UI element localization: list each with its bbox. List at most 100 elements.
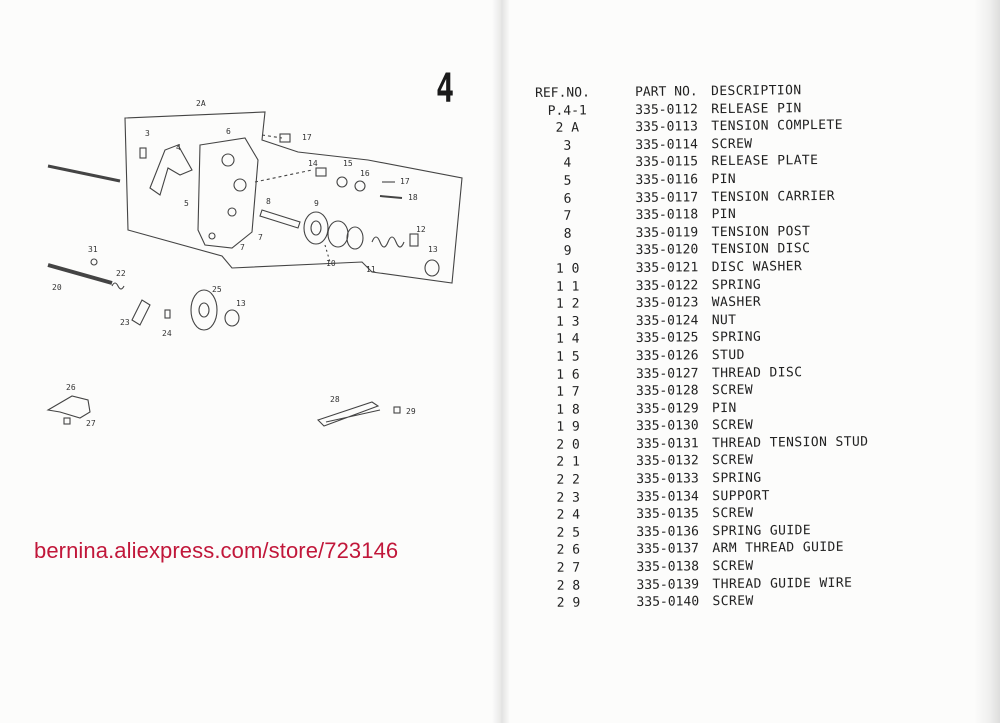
thread-tension-stud <box>47 263 113 285</box>
ref-no-cell: 2 8 <box>556 578 581 594</box>
description-cell: TENSION DISC <box>711 241 811 258</box>
svg-text:31: 31 <box>88 245 98 254</box>
svg-text:17: 17 <box>400 177 410 186</box>
description-cell: TENSION COMPLETE <box>711 117 844 135</box>
part-no-cell: 335-0123 <box>635 295 699 312</box>
svg-text:13: 13 <box>236 299 246 308</box>
page-number: 4 <box>436 66 455 112</box>
svg-text:2A: 2A <box>196 99 206 108</box>
exploded-parts-diagram: 2A 3 4 6 17 14 15 16 17 18 5 7 7 8 9 10 … <box>46 99 463 428</box>
part-no-cell: 335-0135 <box>636 506 699 523</box>
description-cell: THREAD GUIDE WIRE <box>712 575 853 592</box>
tension-spring <box>371 236 405 248</box>
part-no-cell: 335-0128 <box>635 383 699 400</box>
description-cell: SUPPORT <box>712 488 770 504</box>
ref-no-cell: 1 4 <box>556 331 580 348</box>
support <box>131 299 151 326</box>
ref-no-cell: 2 9 <box>556 595 581 612</box>
part-no-cell: 335-0139 <box>636 576 700 593</box>
tension-carrier-plate <box>197 137 259 249</box>
part-no-cell: 335-0140 <box>636 594 700 611</box>
ref-no-cell: 1 8 <box>556 402 580 418</box>
part-no-cell: 335-0112 <box>635 101 698 118</box>
description-cell: RELEASE PLATE <box>711 153 819 170</box>
svg-text:9: 9 <box>314 199 319 208</box>
svg-text:24: 24 <box>162 329 172 338</box>
ref-no-cell: 2 1 <box>556 455 580 471</box>
ref-no-cell: 7 <box>563 208 572 224</box>
tension-nut <box>424 259 440 277</box>
ref-no-cell: 8 <box>563 226 572 242</box>
ref-no-cell: 5 <box>563 173 572 189</box>
diagram-frame <box>124 111 463 284</box>
description-cell: TENSION CARRIER <box>711 188 835 205</box>
description-cell: RELEASE PIN <box>711 100 802 117</box>
description-cell: DISC WASHER <box>711 259 803 276</box>
description-cell: SCREW <box>711 418 754 434</box>
description-cell: SCREW <box>712 453 754 469</box>
part-no-cell: 335-0121 <box>635 260 699 276</box>
description-cell: SPRING <box>711 329 762 346</box>
table-row: 2 9 335-0140 SCREW <box>536 592 896 613</box>
description-cell: SPRING GUIDE <box>712 522 812 540</box>
description-cell: WASHER <box>711 294 762 311</box>
part-no-cell: 335-0114 <box>635 137 699 153</box>
ref-no-cell: 1 1 <box>555 279 580 295</box>
svg-text:3: 3 <box>145 129 150 138</box>
book-spine-shadow <box>492 0 510 723</box>
header-part-no: PART NO. <box>634 84 698 100</box>
svg-text:6: 6 <box>226 127 231 136</box>
release-plate <box>149 144 193 196</box>
description-cell: THREAD DISC <box>711 364 803 381</box>
ref-no-cell: 1 9 <box>556 419 580 436</box>
disc-washer <box>327 220 349 248</box>
ref-no-cell: 1 3 <box>555 314 580 330</box>
description-cell: SPRING <box>711 277 762 293</box>
tension-post <box>259 209 301 229</box>
description-cell: SCREW <box>711 382 754 399</box>
part-no-cell: 335-0113 <box>635 119 699 136</box>
svg-text:14: 14 <box>308 159 318 168</box>
part-no-cell: 335-0129 <box>635 400 699 417</box>
ref-no-cell: P.4-1 <box>547 103 587 119</box>
svg-text:7: 7 <box>240 243 245 252</box>
part-no-cell: 335-0127 <box>635 365 699 382</box>
description-cell: SPRING <box>712 470 762 487</box>
description-cell: PIN <box>711 171 737 188</box>
svg-text:10: 10 <box>326 259 336 268</box>
tension-disc <box>303 211 329 245</box>
header-description: DESCRIPTION <box>710 83 802 100</box>
svg-text:4: 4 <box>176 143 181 152</box>
arm-thread-guide <box>46 395 91 419</box>
description-cell: SCREW <box>711 136 753 152</box>
description-cell: SCREW <box>712 558 754 575</box>
part-no-cell: 335-0126 <box>635 348 699 364</box>
svg-text:17: 17 <box>302 133 312 142</box>
svg-text:23: 23 <box>120 318 130 327</box>
svg-text:27: 27 <box>86 419 96 428</box>
ref-no-cell: 1 5 <box>556 349 580 365</box>
part-no-cell: 335-0119 <box>635 225 699 241</box>
part-no-cell: 335-0125 <box>635 330 699 347</box>
ref-no-cell: 2 4 <box>556 507 581 524</box>
svg-text:26: 26 <box>66 383 76 392</box>
part-no-cell: 335-0138 <box>636 559 700 575</box>
description-cell: THREAD TENSION STUD <box>712 434 869 452</box>
part-no-cell: 335-0132 <box>636 453 699 470</box>
ref-no-cell: 1 0 <box>555 261 580 277</box>
part-no-cell: 335-0137 <box>636 541 700 558</box>
svg-text:20: 20 <box>52 283 62 292</box>
ref-no-cell: 2 7 <box>556 560 581 576</box>
part-no-cell: 335-0131 <box>636 436 699 452</box>
ref-no-cell: 3 <box>563 138 572 154</box>
svg-text:25: 25 <box>212 285 222 294</box>
svg-text:18: 18 <box>408 193 418 202</box>
ref-no-cell: 1 6 <box>556 367 580 383</box>
store-watermark: bernina.aliexpress.com/store/723146 <box>34 538 399 563</box>
description-cell: SCREW <box>712 593 754 610</box>
part-no-cell: 335-0122 <box>635 277 699 294</box>
description-cell: STUD <box>711 347 745 364</box>
description-cell: SCREW <box>712 505 754 522</box>
